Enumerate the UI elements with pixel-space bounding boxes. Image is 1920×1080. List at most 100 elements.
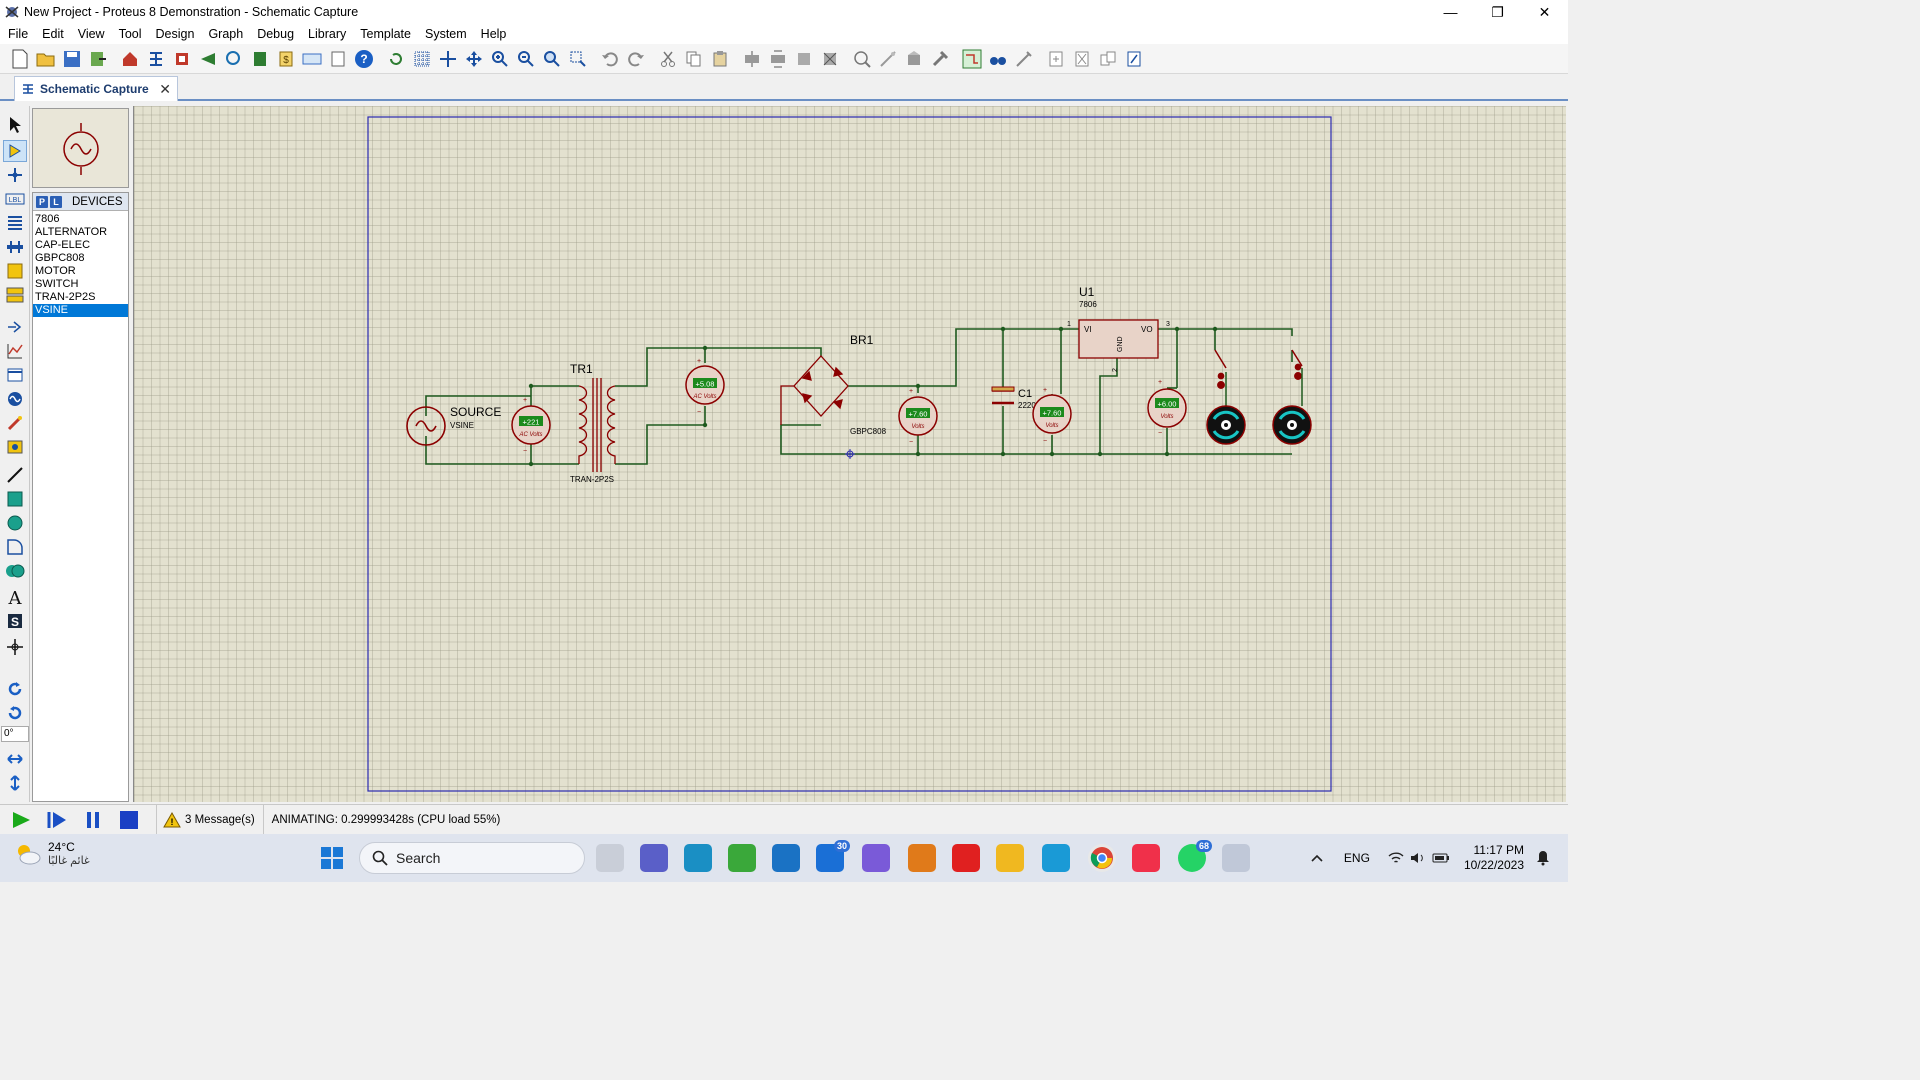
line-tool-icon[interactable] — [3, 464, 27, 486]
bom-icon[interactable] — [248, 47, 272, 71]
open-folder-button[interactable] — [34, 47, 58, 71]
refresh-icon[interactable] — [384, 47, 408, 71]
pause-button[interactable] — [78, 807, 108, 833]
teams-chat-icon[interactable] — [640, 844, 668, 872]
remote-desktop-icon[interactable] — [1042, 844, 1070, 872]
marker-tool-icon[interactable] — [3, 636, 27, 658]
voltmeter-primary[interactable]: +221 AC Volts + − — [511, 397, 551, 455]
terminals-icon[interactable] — [3, 284, 27, 306]
block-delete-icon[interactable] — [818, 47, 842, 71]
menu-graph[interactable]: Graph — [208, 27, 244, 41]
voltmeter-secondary[interactable]: +5.08 AC Volts + − — [685, 358, 725, 416]
regulator-u1[interactable] — [1078, 319, 1159, 359]
block-rotate-icon[interactable] — [792, 47, 816, 71]
device-item-tran-2p2s[interactable]: TRAN-2P2S — [35, 291, 96, 303]
pick-device-icon[interactable] — [850, 47, 874, 71]
circle-tool-icon[interactable] — [3, 512, 27, 534]
menu-help[interactable]: Help — [480, 27, 507, 41]
windows-start-icon[interactable] — [320, 846, 344, 870]
battery-icon[interactable] — [1432, 852, 1450, 864]
mail-icon[interactable]: 30 — [816, 840, 850, 872]
overview-window[interactable] — [32, 108, 129, 188]
3d-viewer-icon[interactable] — [196, 47, 220, 71]
generator-icon[interactable] — [3, 388, 27, 410]
junction-dot-icon[interactable] — [3, 164, 27, 186]
wire-autorouter-icon[interactable] — [960, 47, 984, 71]
save-button[interactable] — [60, 47, 84, 71]
copy-icon[interactable] — [682, 47, 706, 71]
tab-close-icon[interactable]: ✕ — [159, 80, 171, 97]
device-item-motor[interactable]: MOTOR — [35, 265, 76, 277]
voltmeter-rectified[interactable]: +7.60 Volts + − — [898, 388, 938, 446]
redo-icon[interactable] — [624, 47, 648, 71]
device-item-7806[interactable]: 7806 — [35, 213, 60, 225]
binary-icon[interactable] — [300, 47, 324, 71]
capacitor-c1[interactable] — [991, 386, 1015, 405]
switch-2[interactable] — [1291, 349, 1303, 406]
rotate-anticlockwise-icon[interactable] — [3, 702, 27, 724]
volume-icon[interactable] — [1410, 851, 1426, 865]
stop-button[interactable] — [114, 807, 144, 833]
property-assignment-icon[interactable] — [1012, 47, 1036, 71]
symbol-tool-icon[interactable]: S — [3, 610, 27, 632]
weather-widget[interactable]: 24°C غائم غالبًا — [14, 840, 90, 868]
bridge-rectifier-br1[interactable] — [780, 355, 849, 425]
help-icon[interactable]: ? — [352, 47, 376, 71]
menu-debug[interactable]: Debug — [257, 27, 295, 41]
pan-icon[interactable] — [462, 47, 486, 71]
graph-icon[interactable] — [3, 340, 27, 362]
menu-library[interactable]: Library — [308, 27, 347, 41]
microsoft-store-icon[interactable] — [728, 844, 756, 872]
schematic-icon[interactable] — [144, 47, 168, 71]
block-move-icon[interactable] — [766, 47, 790, 71]
device-item-switch[interactable]: SWITCH — [35, 278, 79, 290]
selection-mode-icon[interactable] — [3, 114, 27, 136]
cut-icon[interactable] — [656, 47, 680, 71]
origin-icon[interactable] — [436, 47, 460, 71]
language-indicator[interactable]: ENG — [1343, 851, 1370, 865]
voltmeter-output[interactable]: +6.00 Volts + − — [1147, 379, 1187, 437]
menu-template[interactable]: Template — [360, 27, 411, 41]
schematic-editing-window[interactable]: SOURCE VSINE TR1 TRAN-2P2S BR1 GBPC808 C… — [133, 106, 1566, 802]
import-button[interactable] — [86, 47, 110, 71]
voltage-probe-icon[interactable] — [3, 412, 27, 434]
tab-schematic-capture[interactable]: Schematic Capture ✕ — [14, 76, 178, 101]
voltmeter-input[interactable]: +7.60 Volts + − — [1032, 387, 1072, 445]
block-copy-icon[interactable] — [740, 47, 764, 71]
taskbar-clock[interactable]: 11:17 PM 10/22/2023 — [1464, 843, 1524, 873]
component-mode-icon[interactable] — [3, 140, 27, 162]
menu-design[interactable]: Design — [155, 27, 195, 41]
wifi-icon[interactable] — [1388, 851, 1404, 865]
packaging-tool-icon[interactable] — [902, 47, 926, 71]
chevron-up-icon[interactable] — [1310, 853, 1324, 863]
zoom-out-icon[interactable] — [514, 47, 538, 71]
device-pins-icon[interactable] — [3, 316, 27, 338]
device-item-alternator[interactable]: ALTERNATOR — [35, 226, 108, 238]
vscode-icon[interactable] — [772, 844, 800, 872]
youtube-icon[interactable] — [952, 844, 980, 872]
decompose-icon[interactable] — [928, 47, 952, 71]
zoom-area-icon[interactable] — [566, 47, 590, 71]
box-tool-icon[interactable] — [3, 488, 27, 510]
notes-icon[interactable] — [326, 47, 350, 71]
whatsapp-icon[interactable]: 68 — [1178, 840, 1212, 872]
play-button[interactable] — [6, 807, 36, 833]
edge-browser-icon[interactable] — [684, 844, 712, 872]
mirror-horizontal-icon[interactable] — [3, 748, 27, 770]
path-tool-icon[interactable] — [3, 560, 27, 582]
taskbar-search-box[interactable]: Search — [359, 842, 585, 874]
camera-app-icon[interactable] — [862, 844, 890, 872]
subcircuit-icon[interactable] — [3, 260, 27, 282]
rotation-angle-input[interactable]: 0° — [1, 726, 29, 742]
close-button[interactable]: ✕ — [1538, 3, 1551, 20]
goto-sheet-icon[interactable] — [1096, 47, 1120, 71]
music-app-icon[interactable] — [1132, 844, 1160, 872]
pick-devices-button[interactable]: P — [36, 195, 48, 208]
device-item-gbpc808[interactable]: GBPC808 — [35, 252, 85, 264]
paste-icon[interactable] — [708, 47, 732, 71]
motor-2[interactable] — [1272, 405, 1312, 445]
tape-recorder-icon[interactable] — [3, 364, 27, 386]
notification-bell-icon[interactable] — [1536, 850, 1550, 866]
library-manager-button[interactable]: L — [50, 195, 62, 208]
proteus-taskbar-icon[interactable] — [1222, 844, 1250, 872]
